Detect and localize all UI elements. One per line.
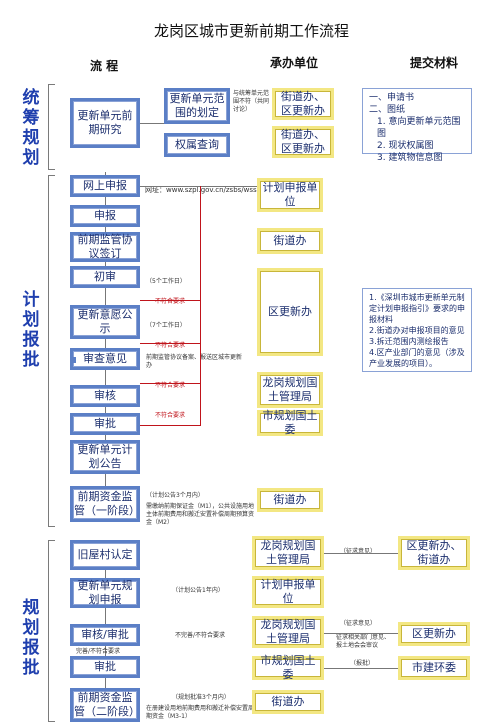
note-unfit: 不完善/不符合要求 (175, 632, 226, 639)
step-willingness-notice[interactable]: 更新意愿公示 (70, 305, 140, 339)
step-review-opinion[interactable]: 审查意见 (70, 348, 140, 370)
step-final-approve[interactable]: 审批 (70, 656, 140, 678)
flow-line-s2 (105, 172, 106, 512)
spacer3 (70, 357, 76, 363)
step-ownership-query[interactable]: 权属查询 (164, 133, 230, 157)
unit-street-office-s3: 街道办 (252, 690, 324, 714)
reject-label: 不符合要求 (155, 342, 186, 349)
bracket-s2 (48, 175, 55, 527)
bracket-s3 (48, 540, 55, 722)
note-plan-time: （计划公告1年内） (172, 587, 224, 594)
unit-renewal-street: 区更新办、街道办 (398, 536, 470, 570)
step-review-approve[interactable]: 审核/审批 (70, 624, 140, 646)
section-label-plan-report: 规划报批 (22, 598, 40, 678)
doc-line: 2. 现状权属图 (377, 141, 434, 151)
website-url[interactable]: 网址：www.szpl.gov.cn/zsbs/wssb/ (145, 186, 264, 194)
reject-feedback-line (200, 186, 201, 426)
note-review: 前期监管协议备案、报送区城市更新办 (146, 354, 243, 369)
step-fund-stage1[interactable]: 前期资金监管（一阶段） (70, 486, 140, 522)
note-improve: 完善/不符合要求 (76, 648, 121, 655)
doc-line: 1.《深圳市城市更新单元制定计划申报指引》要求的申报材料 (369, 293, 465, 324)
docs-section1: 一、申请书 二、图纸 1. 意向更新单元范围图 2. 现状权属图 3. 建筑物信… (362, 88, 472, 163)
note-notice: （7个工作日） (146, 322, 186, 329)
unit-renewal-office: 区更新办 (398, 622, 470, 646)
reject-label: 不符合要求 (155, 382, 186, 389)
step-pre-research[interactable]: 更新单元前期研究 (70, 98, 140, 148)
header-docs: 提交材料 (410, 56, 459, 70)
unit-longgang-planning: 龙岗规划国土管理局 (257, 372, 323, 408)
reject-connector (140, 343, 200, 344)
note-comment2: （征求意见） (340, 620, 377, 627)
doc-line: 3.拆迁范围内测绘报告 (369, 337, 449, 346)
reject-connector (140, 383, 200, 384)
bracket-s1 (48, 84, 55, 170)
unit-street-office-1: 街道办、区更新办 (272, 88, 334, 120)
docs-section2: 1.《深圳市城市更新单元制定计划申报指引》要求的申报材料 2.街道办对申报项目的… (362, 288, 472, 372)
doc-line: 4.区产业部门的意见（涉及产业发展的项目）。 (369, 348, 465, 368)
note-fund-detail: 需缴纳前期保证金（M1），公共设施用地主体前期费用和搬迁安置补偿周期预算资金（M… (146, 503, 255, 526)
connector (324, 553, 398, 554)
note-approve: （报批） (350, 660, 375, 667)
note-initial: （5个工作日） (146, 278, 186, 285)
connector (324, 633, 398, 634)
note-fund-time: （计划公告3个月内） (146, 492, 204, 499)
note-comment3: 征求相关部门意见、报土地会会审议 (336, 634, 391, 649)
unit-city-planning-s3: 市规划国土委 (252, 654, 324, 681)
doc-line: 一、申请书 (369, 93, 415, 103)
unit-city-environment: 市建环委 (398, 656, 470, 680)
step-approve[interactable]: 审批 (70, 413, 140, 435)
header-flow: 流 程 (90, 59, 119, 73)
step-apply[interactable]: 申报 (70, 205, 140, 227)
header-unit: 承办单位 (270, 56, 319, 70)
connector (140, 123, 164, 124)
note-fund2-time: （规划批准3个月内） (172, 694, 230, 701)
unit-applicant: 计划申报单位 (257, 178, 323, 212)
unit-longgang-planning-s3: 龙岗规划国土管理局 (252, 536, 324, 570)
doc-line: 2.街道办对申报项目的意见 (369, 326, 465, 335)
reject-connector (140, 425, 200, 426)
note-fund2-detail: 在册建设用地前期费用和搬迁补偿安置周期资金（M3-1） (146, 705, 255, 720)
unit-city-planning: 市规划国土委 (257, 409, 323, 436)
note-range-mismatch: 与统筹单元范围不符（共同讨论） (233, 90, 270, 113)
step-unit-plan-apply[interactable]: 更新单元规划申报 (70, 578, 140, 608)
doc-line: 1. 意向更新单元范围图 (377, 117, 461, 139)
note-comment1: （征求意见） (340, 548, 377, 555)
step-online-apply[interactable]: 网上申报 (70, 175, 140, 197)
step-initial-review[interactable]: 初审 (70, 266, 140, 288)
unit-longgang-planning-review: 龙岗规划国土管理局 (252, 616, 324, 648)
unit-street-office: 街道办 (257, 228, 323, 254)
unit-applicant-s3: 计划申报单位 (252, 576, 324, 608)
doc-line: 二、图纸 (369, 105, 406, 115)
reject-label: 不符合要求 (155, 298, 186, 305)
section-label-plan-approval: 计划报批 (22, 290, 40, 370)
connector (324, 668, 398, 669)
unit-street-office-2: 街道办、区更新办 (272, 126, 334, 158)
step-audit[interactable]: 审核 (70, 385, 140, 407)
doc-line: 3. 建筑物信息图 (377, 153, 443, 163)
unit-district-renewal: 区更新办 (257, 268, 323, 356)
unit-street-office-fund: 街道办 (257, 488, 323, 512)
step-plan-notice[interactable]: 更新单元计划公告 (70, 440, 140, 474)
reject-label: 不符合要求 (155, 412, 186, 419)
reject-connector (140, 300, 200, 301)
page-title: 龙岗区城市更新前期工作流程 (153, 22, 349, 40)
step-fund-stage2[interactable]: 前期资金监管（二阶段） (70, 688, 140, 722)
step-agreement[interactable]: 前期监管协议签订 (70, 232, 140, 262)
step-range-delimit[interactable]: 更新单元范围的划定 (164, 88, 230, 124)
section-label-planning: 统筹规划 (22, 88, 40, 168)
step-old-village[interactable]: 旧屋村认定 (70, 540, 140, 570)
connector (140, 186, 257, 187)
